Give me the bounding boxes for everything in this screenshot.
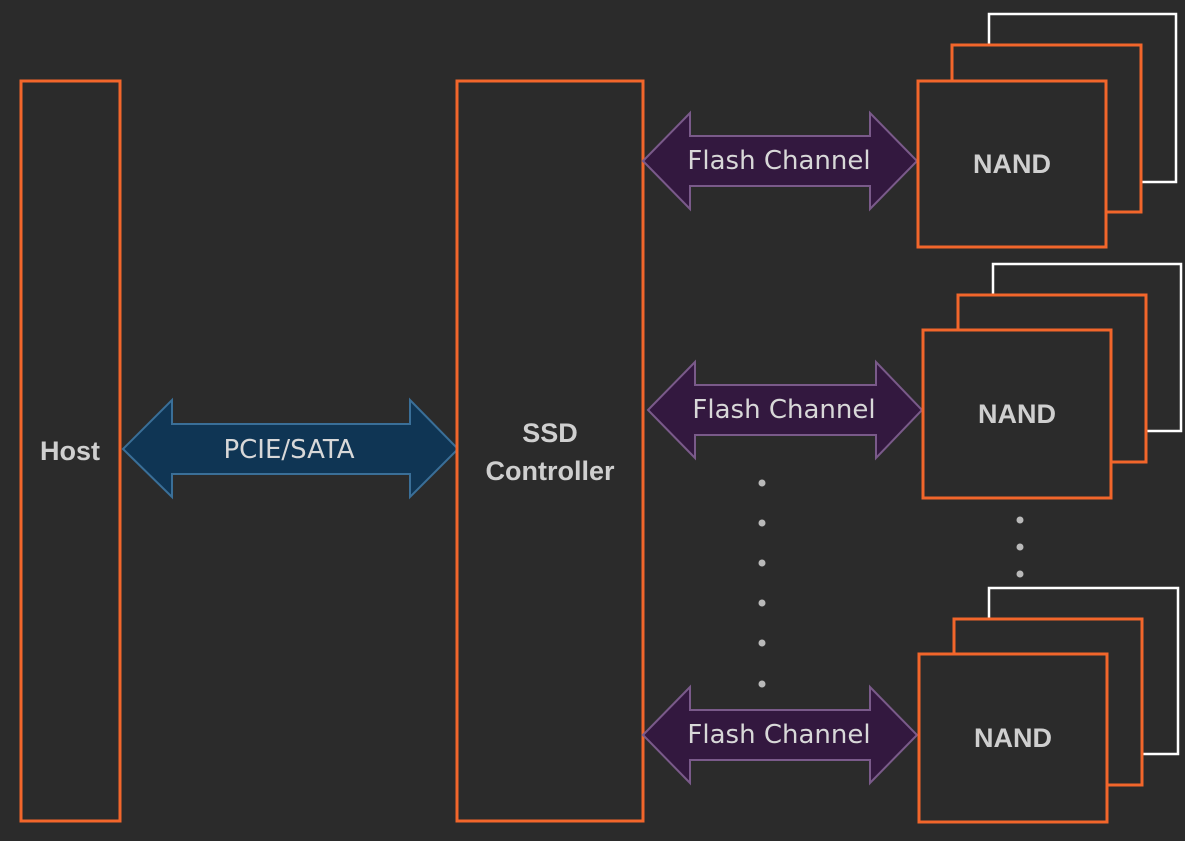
channel-ellipsis <box>758 479 766 688</box>
host-label: Host <box>40 436 100 466</box>
nand-stack: NAND <box>916 12 1178 249</box>
ssd-controller-block: SSD Controller <box>455 79 645 823</box>
nand-label: NAND <box>973 149 1051 179</box>
flash-channel-arrow: Flash Channel <box>641 684 919 786</box>
flash-channel-label: Flash Channel <box>692 395 875 425</box>
controller-label-line1: SSD <box>522 418 578 448</box>
nand-stack: NAND <box>917 586 1180 824</box>
flash-channel-label: Flash Channel <box>687 720 870 750</box>
flash-channel-label: Flash Channel <box>687 146 870 176</box>
host-link-label: PCIE/SATA <box>223 435 354 465</box>
nand-ellipsis <box>1016 516 1024 578</box>
host-link-arrow: PCIE/SATA <box>121 397 460 500</box>
nand-stack: NAND <box>921 262 1183 500</box>
flash-channel-arrow: Flash Channel <box>646 359 924 461</box>
nand-label: NAND <box>974 723 1052 753</box>
controller-label-line2: Controller <box>485 456 614 486</box>
nand-label: NAND <box>978 399 1056 429</box>
flash-channel-arrow: Flash Channel <box>641 110 919 212</box>
host-block: Host <box>19 79 122 823</box>
